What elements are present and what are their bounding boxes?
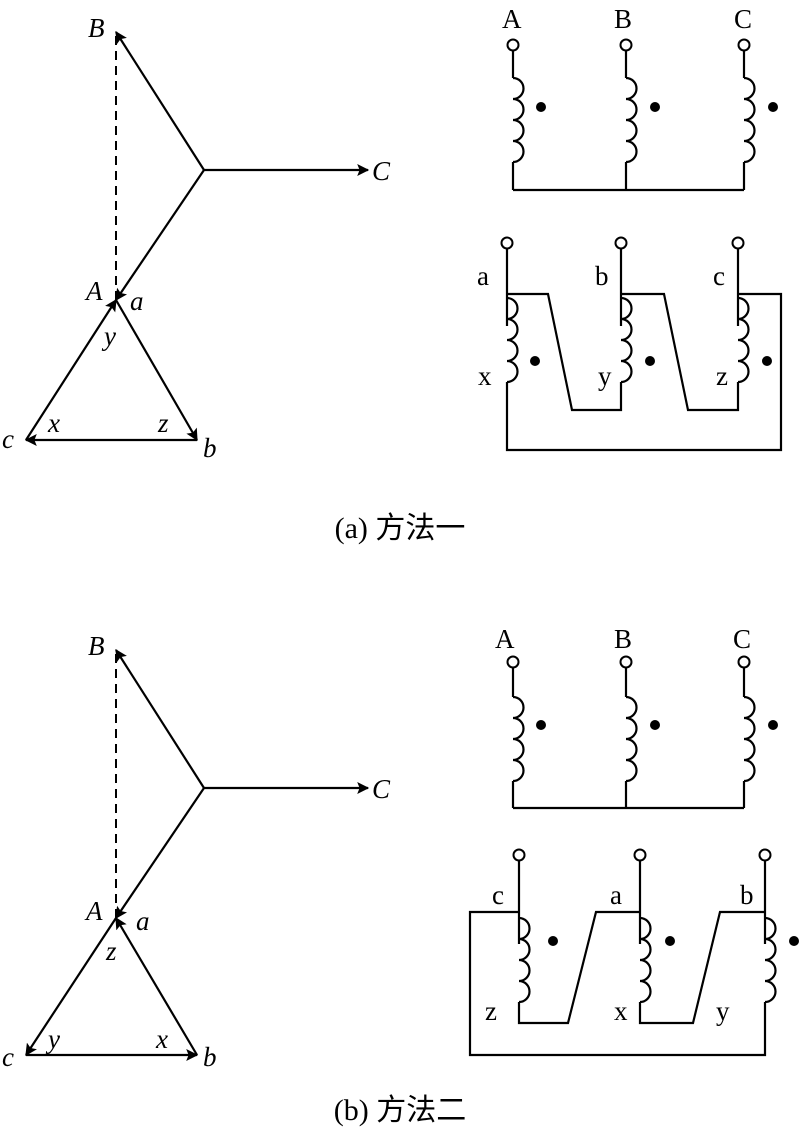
label-C: C — [733, 624, 751, 654]
polarity-dot — [536, 102, 546, 112]
primary-windings-a: A B C — [502, 4, 778, 192]
coil-C — [743, 695, 756, 783]
coil-C — [743, 76, 756, 164]
polarity-dot — [548, 936, 558, 946]
wire-c-to-x — [505, 292, 783, 452]
label-a: a — [610, 880, 622, 910]
label-a: a — [136, 906, 150, 936]
label-b: b — [203, 433, 217, 463]
coil-b — [620, 296, 633, 384]
phasor-A-b — [115, 787, 205, 919]
phasor-ca-a — [25, 298, 117, 441]
wire-x-to-b — [638, 910, 765, 1025]
label-c: c — [713, 261, 725, 291]
label-A: A — [495, 624, 515, 654]
wire-z-to-a — [517, 910, 640, 1025]
coil-B — [625, 76, 638, 164]
wire-a-to-y — [507, 292, 623, 412]
label-C: C — [372, 156, 391, 186]
label-x: x — [614, 996, 628, 1026]
secondary-windings-b: c a b z x y — [468, 848, 799, 1057]
secondary-windings-a: a b c x y z — [477, 236, 783, 452]
caption-a: (a) 方法一 — [335, 512, 466, 545]
phasor-diagram-a: B C A a y x z c b — [2, 13, 391, 463]
label-A: A — [502, 4, 522, 34]
label-B: B — [614, 4, 632, 34]
label-a: a — [130, 286, 144, 316]
coil-b — [764, 916, 777, 1004]
terminal-a — [500, 236, 514, 250]
winding-diagram-b: A B C — [468, 624, 799, 1057]
label-c: c — [2, 424, 14, 454]
label-y: y — [598, 361, 612, 391]
winding-diagram-a: A B C — [477, 4, 783, 452]
label-b: b — [740, 880, 754, 910]
terminal-c — [731, 236, 745, 250]
coil-B — [625, 695, 638, 783]
coil-c — [737, 296, 750, 384]
phasor-ab-a — [115, 299, 198, 442]
label-B: B — [88, 13, 105, 43]
label-y: y — [45, 1024, 60, 1054]
label-C: C — [372, 774, 391, 804]
label-y: y — [101, 321, 116, 351]
terminal-b — [614, 236, 628, 250]
label-x: x — [155, 1024, 168, 1054]
phasor-ac-b — [25, 917, 117, 1057]
coil-a — [639, 916, 652, 1004]
label-x: x — [47, 408, 60, 438]
label-z: z — [716, 361, 728, 391]
label-x: x — [478, 361, 492, 391]
caption-b: (b) 方法二 — [334, 1094, 466, 1127]
label-B: B — [614, 624, 632, 654]
phasor-diagram-b: B C A a z y x c b — [2, 631, 391, 1072]
label-A: A — [84, 276, 103, 306]
terminal-C — [737, 655, 751, 669]
terminal-A — [506, 655, 520, 669]
phasor-B-b — [115, 648, 205, 789]
label-y: y — [716, 996, 730, 1026]
label-C: C — [734, 4, 752, 34]
polarity-dot — [650, 102, 660, 112]
polarity-dot — [768, 720, 778, 730]
polarity-dot — [789, 936, 799, 946]
label-b: b — [203, 1042, 217, 1072]
coil-A — [512, 76, 525, 164]
polarity-dot — [645, 356, 655, 366]
label-c: c — [2, 1042, 14, 1072]
coil-c — [518, 916, 531, 1004]
terminal-B — [619, 655, 633, 669]
coil-a — [506, 296, 519, 384]
terminal-B — [619, 38, 633, 52]
coil-A — [512, 695, 525, 783]
label-c: c — [492, 880, 504, 910]
polarity-dot — [665, 936, 675, 946]
primary-windings-b: A B C — [495, 624, 778, 810]
label-b: b — [595, 261, 609, 291]
polarity-dot — [650, 720, 660, 730]
polarity-dot — [536, 720, 546, 730]
terminal-C — [737, 38, 751, 52]
polarity-dot — [530, 356, 540, 366]
label-a: a — [477, 261, 489, 291]
phasor-ba-b — [115, 916, 198, 1056]
terminal-c — [512, 848, 526, 862]
phasor-A-a — [115, 169, 205, 301]
polarity-dot — [762, 356, 772, 366]
terminal-a — [633, 848, 647, 862]
terminal-b — [758, 848, 772, 862]
label-B: B — [88, 631, 105, 661]
polarity-dot — [768, 102, 778, 112]
label-z: z — [105, 936, 117, 966]
label-z: z — [485, 996, 497, 1026]
label-z: z — [157, 408, 169, 438]
wire-b-to-z — [621, 292, 740, 412]
phasor-B-a — [115, 30, 205, 171]
terminal-A — [506, 38, 520, 52]
wire-y-to-c — [468, 910, 767, 1057]
label-A: A — [84, 896, 103, 926]
